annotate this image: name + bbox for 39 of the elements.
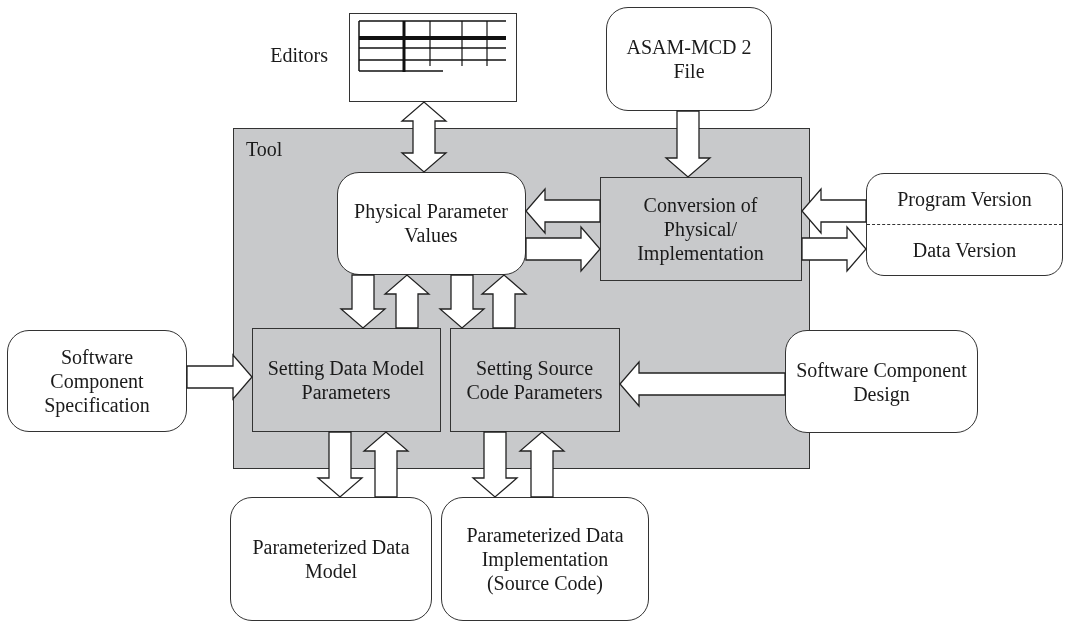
- box-label: ASAM-MCD 2 File: [625, 35, 753, 83]
- panel-title: Tool: [246, 137, 283, 161]
- process-box: [251, 327, 441, 432]
- block-arrow: [316, 431, 364, 498]
- block-arrow: [518, 431, 566, 498]
- rounded-box: [230, 497, 432, 621]
- block-arrow: [801, 187, 867, 235]
- process-box: [599, 176, 802, 281]
- rounded-box: [336, 171, 526, 275]
- block-arrow: [400, 101, 448, 173]
- box-label: Physical Parameter Values: [353, 199, 509, 247]
- split-box: [866, 173, 1063, 276]
- block-arrow: [339, 274, 387, 329]
- box-label: Conversion of Physical/ Implementation: [636, 192, 765, 265]
- block-arrow: [480, 274, 528, 329]
- block-arrow: [525, 187, 601, 235]
- rounded-box: [7, 330, 187, 432]
- block-arrow: [525, 225, 601, 273]
- block-arrow: [619, 360, 786, 408]
- process-box: [449, 327, 620, 432]
- box-label: Parameterized Data Implementation (Source Code): [465, 523, 625, 595]
- box-label: Program Version: [897, 187, 1032, 211]
- block-arrow: [471, 431, 519, 498]
- block-arrow: [438, 274, 486, 329]
- rounded-box: [441, 497, 649, 621]
- box-label: Parameterized Data Model: [251, 535, 411, 583]
- box-label: Setting Source Code Parameters: [465, 355, 604, 404]
- rounded-box: [785, 330, 978, 433]
- block-arrow: [801, 225, 867, 273]
- box-label: Software Component Specification: [43, 345, 151, 417]
- box-label: Data Version: [912, 238, 1017, 262]
- box-label: Setting Data Model Parameters: [266, 355, 426, 404]
- block-arrow: [186, 353, 253, 401]
- block-arrow: [383, 274, 431, 329]
- box-label: Software Component Design: [795, 357, 968, 406]
- rounded-box: [606, 7, 772, 111]
- block-arrow: [664, 110, 712, 178]
- block-arrow: [362, 431, 410, 498]
- picture-caption: Editors: [270, 44, 328, 67]
